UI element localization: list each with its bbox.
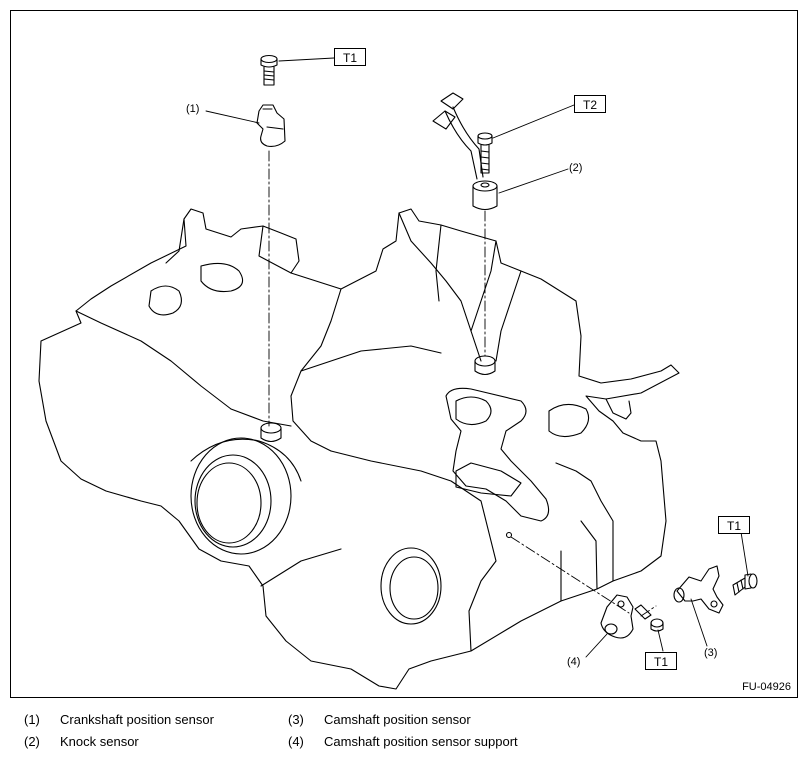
legend-text: Camshaft position sensor: [324, 712, 471, 727]
diagram-frame: T1 T2 T1 T1 (1) (2) (3) (4) FU-04926: [10, 10, 798, 698]
cam-sensor-bolt: [732, 573, 758, 596]
torque-label-t1-top: T1: [334, 48, 366, 66]
torque-label-t2: T2: [574, 95, 606, 113]
knock-sensor-bolt: [477, 132, 493, 174]
torque-label-t1-bottom: T1: [645, 652, 677, 670]
camshaft-position-sensor: [673, 565, 724, 614]
alignment-lines: [268, 150, 657, 617]
callout-2: (2): [569, 162, 583, 174]
leader-lines: [205, 57, 749, 658]
torque-label-t1-right: T1: [718, 516, 750, 534]
engine-block: [38, 208, 680, 690]
legend-number: (1): [24, 712, 40, 727]
callout-4: (4): [567, 656, 581, 668]
legend-text: Crankshaft position sensor: [60, 712, 214, 727]
knock-sensor: [432, 92, 498, 211]
figure-id: FU-04926: [742, 681, 791, 693]
callout-3: (3): [704, 647, 718, 659]
legend-number: (2): [24, 734, 40, 749]
legend-text: Camshaft position sensor support: [324, 734, 518, 749]
callout-1: (1): [186, 103, 200, 115]
crankshaft-position-sensor: [256, 104, 286, 147]
crank-sensor-bolt: [260, 54, 278, 86]
cam-sensor-support: [600, 594, 634, 639]
legend-text: Knock sensor: [60, 734, 139, 749]
engine-line-drawing: [38, 54, 758, 690]
legend-number: (4): [288, 734, 304, 749]
legend-number: (3): [288, 712, 304, 727]
support-bolt: [634, 604, 664, 632]
